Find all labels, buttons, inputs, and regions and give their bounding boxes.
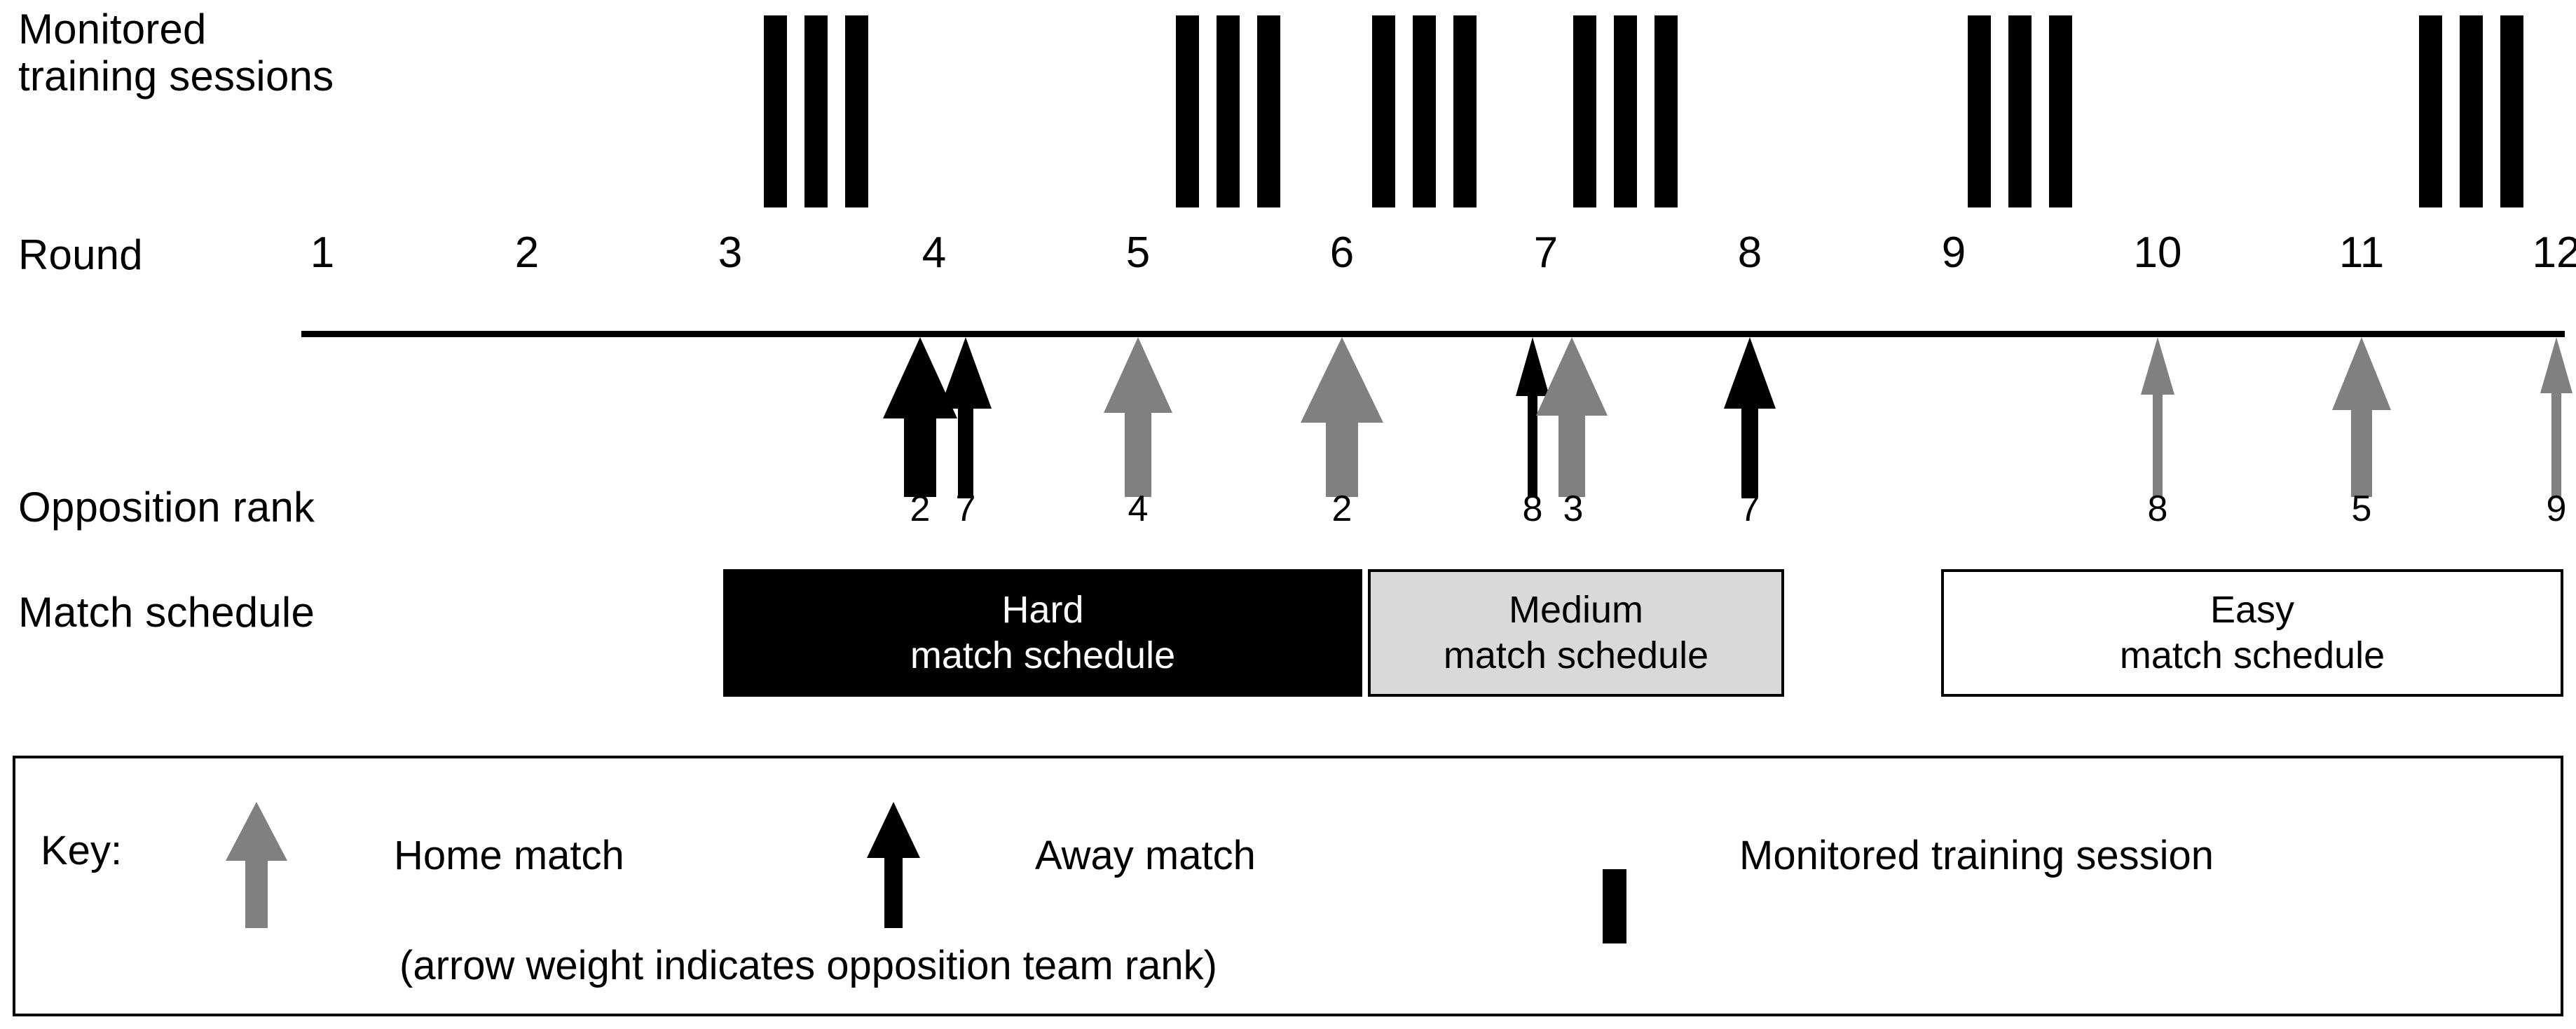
training-session-bar [2500,15,2523,207]
match-arrow-home-rank-3 [1536,337,1608,497]
round-tick-4: 4 [922,229,947,277]
round-tick-10: 10 [2133,229,2182,277]
training-session-bar [1453,15,1477,207]
match-arrow-away-rank-7a [940,337,992,497]
training-session-bar [1257,15,1280,207]
training-session-bar [1573,15,1596,207]
home-match-arrow-icon [226,802,287,932]
training-session-bar [1614,15,1637,207]
training-session-bar [1176,15,1199,207]
opposition-rank-value: 2 [910,489,931,529]
schedule-block-hard: Hard match schedule [723,569,1362,697]
round-tick-3: 3 [718,229,743,277]
training-session-bar [1413,15,1436,207]
match-arrow-home-rank-5 [2332,337,2391,497]
training-session-bar [1372,15,1395,207]
legend-away-match-label: Away match [1035,833,1256,878]
opposition-rank-value: 7 [1739,489,1760,529]
opposition-rank-value: 9 [2546,489,2567,529]
training-session-bar [845,15,868,207]
training-session-bar [2008,15,2032,207]
round-tick-8: 8 [1737,229,1762,277]
match-arrow-home-rank-2 [1301,337,1383,497]
legend-title: Key: [41,828,123,873]
round-tick-9: 9 [1941,229,1966,277]
schedule-block-easy: Easy match schedule [1941,569,2563,697]
round-tick-1: 1 [310,229,335,277]
match-arrow-home-rank-8 [2141,337,2174,497]
training-session-bar [764,15,787,207]
opposition-rank-value: 3 [1563,489,1584,529]
opposition-rank-value: 4 [1128,489,1149,529]
round-tick-12: 12 [2532,229,2576,277]
match-arrow-away-rank-8 [1516,337,1549,497]
schedule-block-medium: Medium match schedule [1368,569,1784,697]
round-tick-7: 7 [1533,229,1558,277]
legend-arrow-weight-note: (arrow weight indicates opposition team … [399,943,1217,988]
match-arrow-home-rank-9 [2540,337,2572,497]
training-session-bar [2419,15,2442,207]
match-arrow-away-rank-2 [883,337,957,497]
training-session-bar [1654,15,1678,207]
match-arrow-home-rank-4 [1104,337,1172,497]
row-label-match-schedule: Match schedule [18,589,315,636]
legend-home-match-label: Home match [394,833,624,878]
opposition-rank-value: 5 [2351,489,2372,529]
row-label-opposition-rank: Opposition rank [18,484,315,531]
training-session-bar [804,15,828,207]
row-label-round: Round [18,231,143,278]
opposition-rank-value: 8 [1522,489,1543,529]
away-match-arrow-icon [867,802,920,932]
training-session-bar [2460,15,2483,207]
legend-training-session-label: Monitored training session [1739,833,2214,878]
opposition-rank-value: 7 [955,489,976,529]
opposition-rank-value: 2 [1331,489,1352,529]
round-tick-2: 2 [514,229,540,277]
round-tick-5: 5 [1125,229,1151,277]
training-session-bar [1217,15,1240,207]
training-session-bar [1968,15,1991,207]
monitored-training-session-bar-icon [1603,869,1626,943]
round-tick-6: 6 [1329,229,1355,277]
opposition-rank-value: 8 [2147,489,2168,529]
match-arrow-away-rank-7b [1724,337,1776,497]
row-label-monitored-training-sessions: Monitored training sessions [18,6,334,100]
training-session-bar [2049,15,2072,207]
timeline-axis [301,331,2565,337]
round-tick-11: 11 [2338,229,2385,277]
legend-key-box: Key: Home match Away match Monitored tra… [13,756,2563,1016]
